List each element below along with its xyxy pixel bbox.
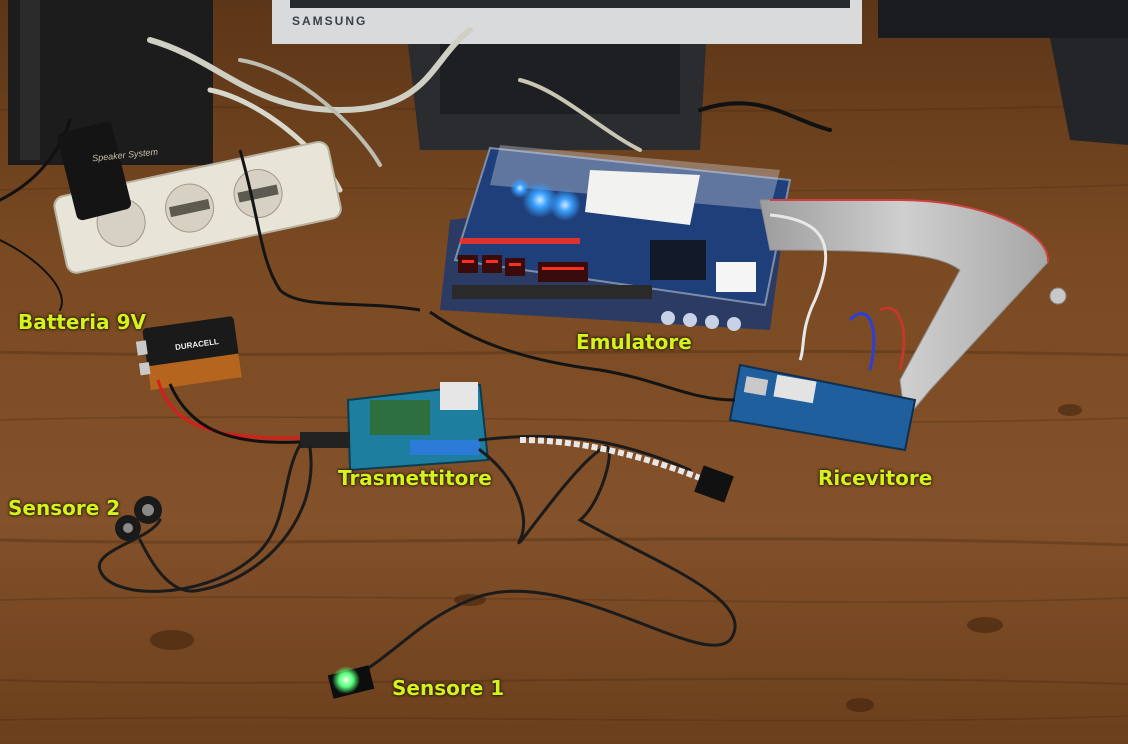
optical-sensor xyxy=(327,665,375,699)
label-emulator: Emulatore xyxy=(576,330,692,354)
fpga-board xyxy=(440,145,792,331)
battery-9v xyxy=(135,316,242,391)
monitor-brand-text: SAMSUNG xyxy=(292,14,368,28)
label-sensor-1: Sensore 1 xyxy=(392,676,505,700)
monitor-right xyxy=(878,0,1128,145)
arduino-receiver xyxy=(728,363,917,452)
wall-adapter xyxy=(57,121,132,221)
electrode-sensor xyxy=(115,496,162,541)
label-sensor-2: Sensore 2 xyxy=(8,496,121,520)
label-transmitter: Trasmettitore xyxy=(338,466,492,490)
label-receiver: Ricevitore xyxy=(818,466,933,490)
arduino-transmitter xyxy=(300,382,490,472)
label-battery: Batteria 9V xyxy=(18,310,146,334)
power-strip xyxy=(53,140,342,274)
